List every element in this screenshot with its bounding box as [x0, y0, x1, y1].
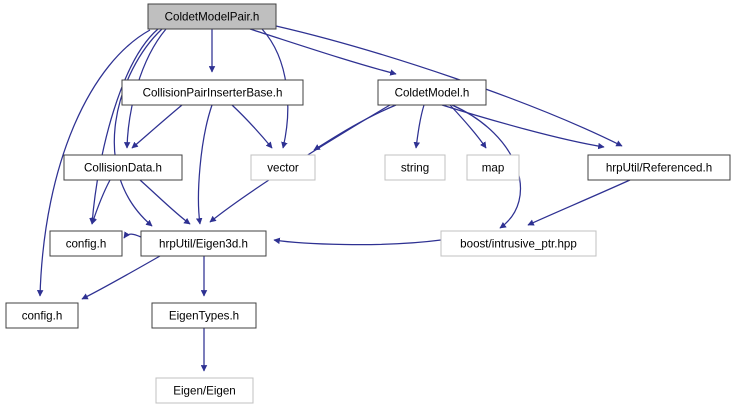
node-box-confighlow[interactable] — [5, 302, 79, 329]
node-box-coldetmodel[interactable] — [377, 79, 487, 106]
node-map[interactable]: map — [466, 154, 520, 181]
edge-collisionpairinserterbase-to-vector — [231, 104, 273, 149]
edge-coldetmodelpair-to-confighlow — [36, 29, 151, 297]
node-coldetmodel[interactable]: ColdetModel.h — [377, 79, 487, 106]
edge-collisiondata-to-confighmid — [90, 179, 111, 225]
edge-coldetmodelpair-to-referenced — [275, 25, 623, 147]
edge-coldetmodel-to-map — [449, 104, 487, 149]
edge-coldetmodel-to-vector — [313, 104, 397, 151]
node-box-coldetmodelpair[interactable] — [147, 3, 277, 30]
node-label-referenced: hrpUtil/Referenced.h — [606, 162, 712, 175]
node-collisiondata[interactable]: CollisionData.h — [63, 154, 183, 181]
node-vector[interactable]: vector — [250, 154, 316, 181]
node-confighlow[interactable]: config.h — [5, 302, 79, 329]
node-label-eigen3d: hrpUtil/Eigen3d.h — [159, 238, 248, 251]
node-eigeneigen[interactable]: Eigen/Eigen — [155, 377, 254, 404]
node-label-map: map — [482, 162, 505, 175]
node-label-confighlow: config.h — [22, 310, 63, 323]
edge-coldetmodelpair-to-confighmid — [89, 28, 159, 225]
edge-collisionpairinserterbase-to-eigen3d — [195, 104, 213, 225]
node-box-intrusiveptr[interactable] — [440, 230, 597, 257]
node-box-collisionpairinserterbase[interactable] — [121, 79, 304, 106]
edge-coldetmodelpair-to-eigen3d — [113, 28, 163, 227]
node-box-eigen3d[interactable] — [140, 230, 267, 257]
node-box-string[interactable] — [384, 154, 446, 181]
node-layer: ColdetModelPair.hCollisionPairInserterBa… — [5, 3, 731, 404]
node-box-eigentypes[interactable] — [151, 302, 257, 329]
node-label-string: string — [401, 162, 429, 175]
edge-eigen3d-to-confighlow — [81, 255, 161, 300]
edge-referenced-to-intrusiveptr — [527, 179, 631, 226]
edge-coldetmodel-to-referenced — [441, 104, 605, 150]
node-label-coldetmodelpair: ColdetModelPair.h — [165, 11, 260, 24]
edge-coldetmodelpair-to-coldetmodel — [249, 28, 397, 76]
node-label-collisionpairinserterbase: CollisionPairInserterBase.h — [143, 87, 283, 100]
node-box-collisiondata[interactable] — [63, 154, 183, 181]
node-intrusiveptr[interactable]: boost/intrusive_ptr.hpp — [440, 230, 597, 257]
node-label-collisiondata: CollisionData.h — [84, 162, 162, 175]
node-box-vector[interactable] — [250, 154, 316, 181]
edge-intrusiveptr-to-eigen3d — [273, 237, 442, 246]
node-confighmid[interactable]: config.h — [49, 230, 123, 257]
node-eigentypes[interactable]: EigenTypes.h — [151, 302, 257, 329]
node-string[interactable]: string — [384, 154, 446, 181]
node-coldetmodelpair[interactable]: ColdetModelPair.h — [147, 3, 277, 30]
node-box-eigeneigen[interactable] — [155, 377, 254, 404]
edge-collisiondata-to-eigen3d — [139, 179, 191, 225]
node-label-confighmid: config.h — [66, 238, 107, 251]
node-eigen3d[interactable]: hrpUtil/Eigen3d.h — [140, 230, 267, 257]
node-label-coldetmodel: ColdetModel.h — [395, 87, 470, 100]
node-box-confighmid[interactable] — [49, 230, 123, 257]
edge-layer — [36, 25, 631, 372]
node-box-referenced[interactable] — [587, 154, 731, 181]
edge-eigen3d-to-confighmid — [123, 231, 142, 239]
node-referenced[interactable]: hrpUtil/Referenced.h — [587, 154, 731, 181]
node-label-eigeneigen: Eigen/Eigen — [173, 385, 236, 398]
edge-coldetmodel-to-string — [413, 104, 425, 149]
node-label-vector: vector — [267, 162, 299, 175]
node-box-map[interactable] — [466, 154, 520, 181]
node-label-eigentypes: EigenTypes.h — [169, 310, 239, 323]
edge-collisionpairinserterbase-to-collisiondata — [131, 104, 183, 149]
node-label-intrusiveptr: boost/intrusive_ptr.hpp — [460, 238, 577, 251]
node-collisionpairinserterbase[interactable]: CollisionPairInserterBase.h — [121, 79, 304, 106]
